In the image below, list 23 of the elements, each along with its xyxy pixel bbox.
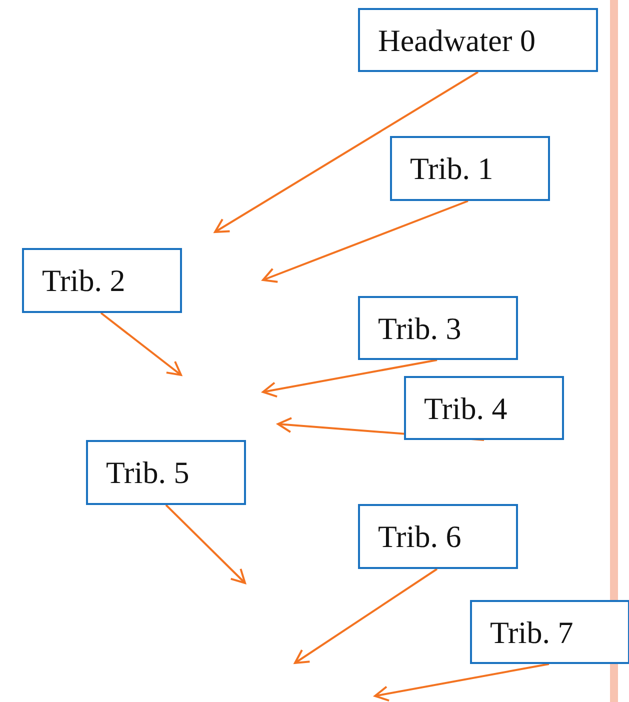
arrow [294,568,438,664]
arrow [100,312,182,376]
node-text: Trib. 6 [378,520,462,553]
node-text: Trib. 2 [42,264,126,297]
arrow [165,504,246,584]
text-box [358,8,598,72]
arrow [262,200,468,283]
text-box [470,600,629,664]
text-box [86,440,246,505]
node-text: Trib. 7 [490,616,574,649]
node-text: Trib. 3 [378,312,462,345]
text-box [404,376,564,440]
text-box [22,248,182,313]
text-box [358,296,518,360]
arrow [374,663,550,702]
node-text: Trib. 5 [106,456,190,489]
node-text: Trib. 1 [410,152,494,185]
text-box [390,136,550,201]
arrow [214,71,479,233]
text-box [358,504,518,569]
node-text: Headwater 0 [378,24,536,57]
arrow [262,359,438,398]
node-text: Trib. 4 [424,392,508,425]
